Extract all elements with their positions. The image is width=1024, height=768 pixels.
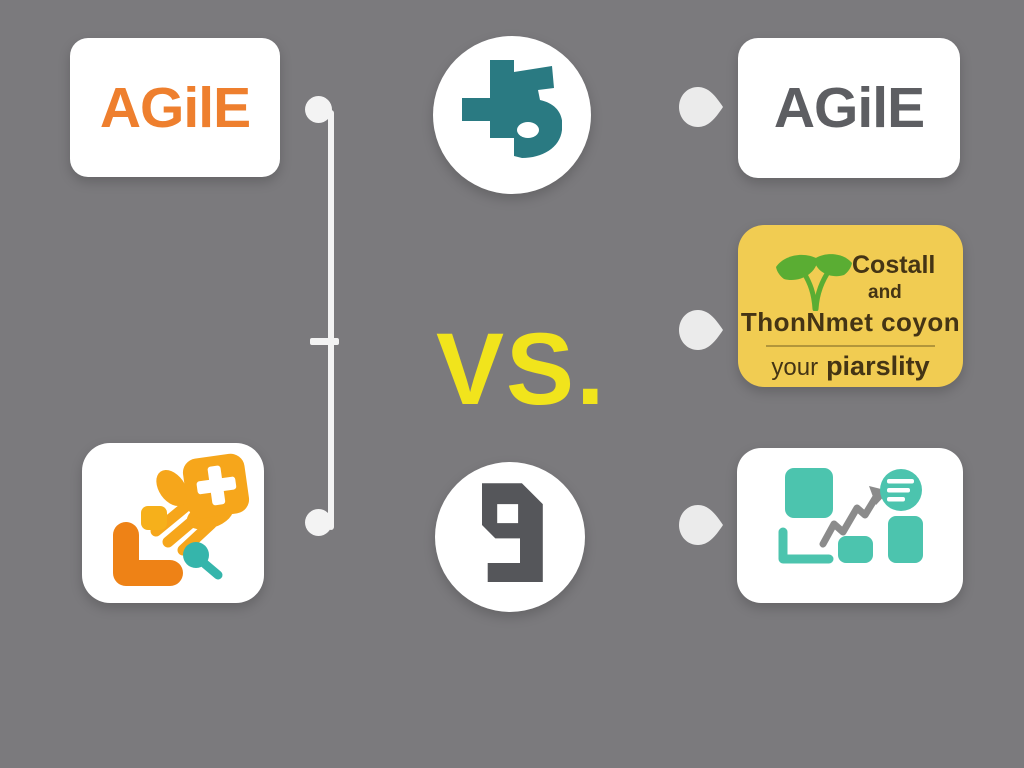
amber-card-connector: and (868, 282, 902, 303)
teardrop-arrow-icon (678, 86, 724, 128)
versus-label: VS. (436, 312, 607, 426)
tagline-prefix: your (771, 354, 819, 381)
gray-monogram-badge (435, 462, 585, 612)
teal-chart-card (737, 448, 963, 603)
teardrop-arrow-icon (678, 309, 724, 351)
fist-medical-cross-icon (113, 453, 250, 586)
amber-card-title: Costall (852, 251, 936, 279)
timeline-line (328, 110, 334, 530)
blocky-nine-monogram-icon (463, 475, 558, 600)
amber-card-tagline: your piarslity (738, 351, 963, 382)
sprout-leaves-icon (774, 251, 854, 316)
agile-card-right: AGilE (738, 38, 960, 178)
plus-b-monogram-icon (462, 58, 563, 173)
chart-tiles-icon (778, 468, 923, 564)
agile-label-gray: AGilE (773, 76, 925, 140)
timeline-dot-top (305, 96, 332, 123)
agile-card-left: AGilE (70, 38, 280, 177)
amber-info-card: Costall and ThonNmet coyon your piarslity (738, 225, 963, 387)
amber-card-subtitle: ThonNmet coyon (740, 307, 961, 337)
agile-label-orange: AGilE (99, 75, 251, 140)
timeline-dot-bottom (305, 509, 332, 536)
teal-monogram-badge (433, 36, 591, 194)
timeline-tick (310, 338, 339, 345)
tagline-emphasis: piarslity (826, 351, 930, 381)
orange-icons-card (82, 443, 264, 603)
amber-card-divider (766, 345, 935, 347)
teardrop-arrow-icon (678, 504, 724, 546)
